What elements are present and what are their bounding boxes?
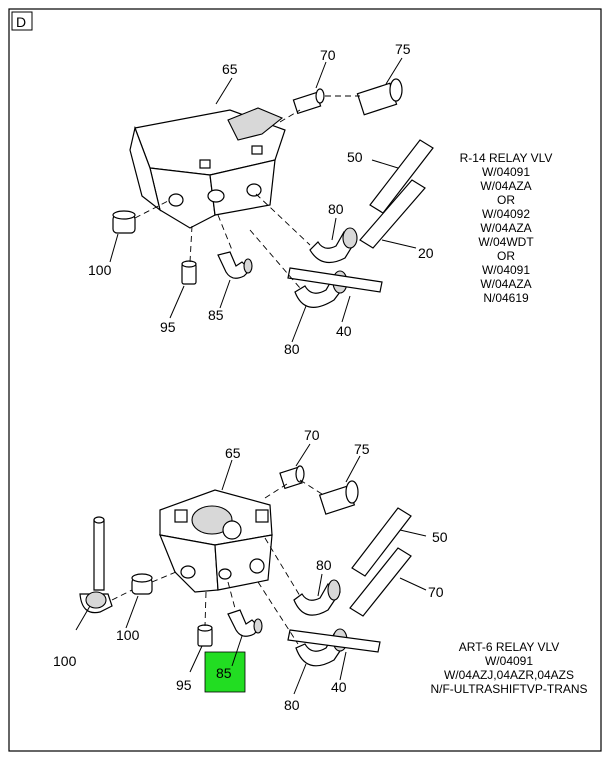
top-note: R-14 RELAY VLV W/04091 W/04AZA OR W/0409… [460,151,553,305]
note-line: W/04WDT [478,235,534,249]
top-elbow-85[interactable] [217,251,253,279]
note-line: OR [497,249,515,263]
part-callout: 40 [336,323,352,339]
top-plug-95[interactable] [181,260,197,285]
note-line: N/F-ULTRASHIFTVP-TRANS [430,682,587,696]
part-callout: 50 [432,529,448,545]
bottom-elbow-80a[interactable] [293,579,341,616]
top-tube-40[interactable] [287,267,383,293]
note-line: W/04AZJ,04AZR,04AZS [444,668,574,682]
note-line: R-14 RELAY VLV [460,151,553,165]
part-callout: 65 [225,445,241,461]
part-callout: 50 [347,149,363,165]
part-callout: 95 [160,319,176,335]
part-callout: 85 [208,307,224,323]
part-callout: 80 [284,341,300,357]
note-line: OR [497,193,515,207]
note-line: W/04AZA [480,277,531,291]
part-callout: 80 [328,201,344,217]
bottom-tube-50[interactable] [351,507,412,577]
note-line: W/04091 [485,654,533,668]
bottom-tube-40[interactable] [287,629,381,653]
bottom-relay-valve-65[interactable] [159,489,273,593]
top-elbow-80a[interactable] [309,227,358,264]
bottom-assembly: 65 70 75 50 80 70 100 100 95 85 40 80 AR… [53,427,588,713]
bottom-cap-100[interactable] [131,573,153,595]
part-callout: 70 [428,584,444,600]
corner-label-box [11,11,33,31]
part-callout: 70 [320,47,336,63]
note-line: W/04092 [482,207,530,221]
part-callout: 20 [418,245,434,261]
top-fitting-75[interactable] [356,78,403,116]
bottom-note: ART-6 RELAY VLV W/04091 W/04AZJ,04AZR,04… [430,640,587,696]
top-tube-50[interactable] [369,139,434,214]
top-cap-100[interactable] [112,210,136,234]
top-tube-20[interactable] [359,179,426,249]
note-line: W/04091 [482,263,530,277]
bottom-tube-70b[interactable] [349,547,412,617]
part-callout: 80 [316,557,332,573]
part-callout: 65 [222,61,238,77]
note-line: W/04AZA [480,221,531,235]
top-relay-valve-65[interactable] [129,107,286,229]
corner-label: D [16,14,26,30]
bottom-elbow-100[interactable] [79,516,113,614]
part-callout: 85 [216,665,232,681]
part-callout: 100 [53,653,77,669]
part-callout: 75 [354,441,370,457]
part-callout: 100 [116,627,140,643]
top-fitting-70[interactable] [292,88,325,115]
bottom-elbow-85[interactable] [227,609,263,637]
part-callout: 100 [88,262,112,278]
note-line: W/04AZA [480,179,531,193]
bottom-fitting-70[interactable] [279,465,305,490]
part-callout: 80 [284,697,300,713]
top-assembly: 65 70 75 50 80 20 100 95 85 40 80 R-14 R… [88,41,552,357]
bottom-plug-95[interactable] [197,624,213,647]
part-callout: 70 [304,427,320,443]
bottom-fitting-75[interactable] [318,480,359,515]
note-line: ART-6 RELAY VLV [459,640,560,654]
note-line: N/04619 [483,291,529,305]
diagram-frame [8,8,602,752]
part-callout: 75 [395,41,411,57]
part-callout: 95 [176,677,192,693]
note-line: W/04091 [482,165,530,179]
part-callout: 40 [331,679,347,695]
highlight-85-box [204,651,246,693]
